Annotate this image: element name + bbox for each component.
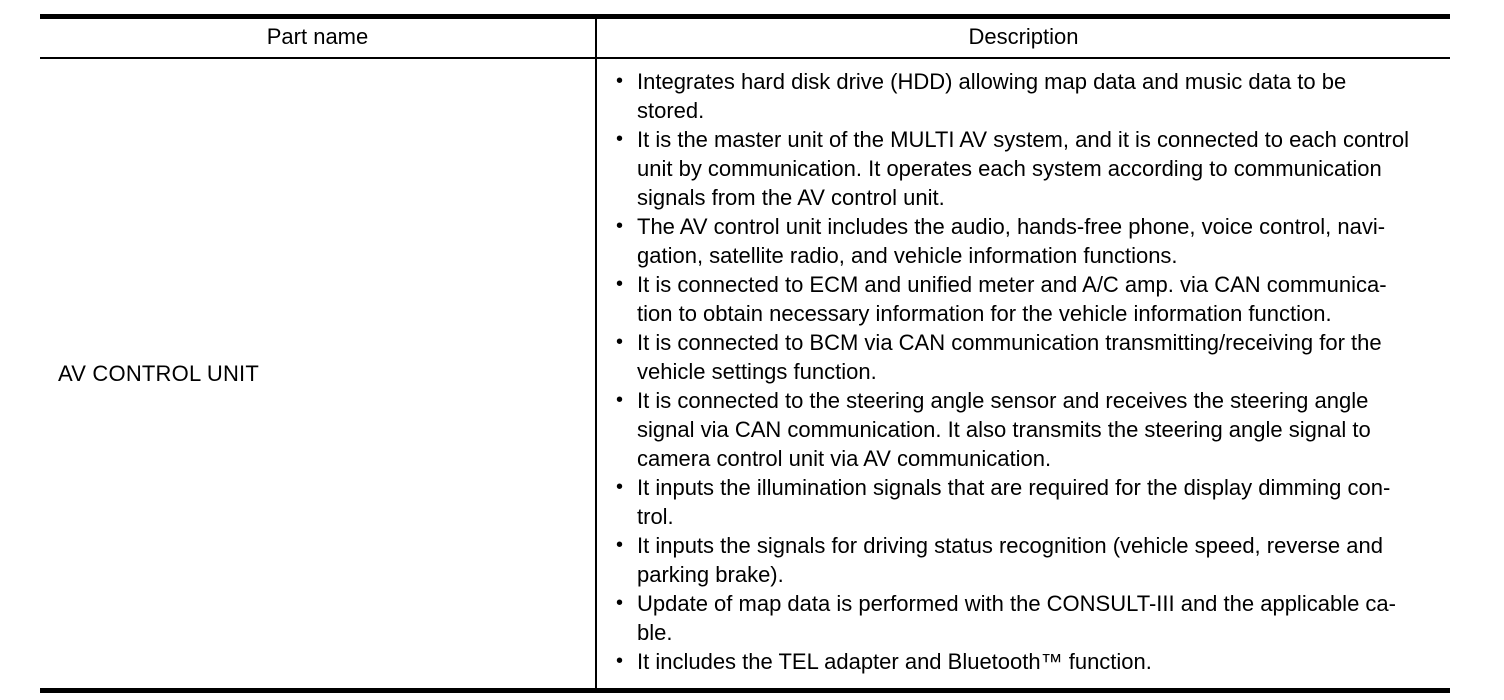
description-bullet-list: Integrates hard disk drive (HDD) allowin…	[611, 67, 1444, 676]
description-bullet: It includes the TEL adapter and Bluetoot…	[611, 647, 1444, 676]
description-bullet: It is connected to ECM and unified meter…	[611, 270, 1444, 328]
description-bullet: Update of map data is performed with the…	[611, 589, 1444, 647]
part-name-text: AV CONTROL UNIT	[58, 360, 260, 386]
description-bullet: It is connected to the steering angle se…	[611, 386, 1444, 473]
table-body: AV CONTROL UNIT Integrates hard disk driv…	[40, 58, 1450, 691]
table-row: AV CONTROL UNIT Integrates hard disk driv…	[40, 58, 1450, 691]
description-bullet: It is connected to BCM via CAN communica…	[611, 328, 1444, 386]
description-cell: Integrates hard disk drive (HDD) allowin…	[595, 58, 1450, 691]
description-bullet: It inputs the illumination signals that …	[611, 473, 1444, 531]
table-header: Part name Description	[40, 16, 1450, 59]
description-bullet: It inputs the signals for driving status…	[611, 531, 1444, 589]
column-header-part-name: Part name	[40, 16, 596, 59]
part-name-cell: AV CONTROL UNIT	[40, 58, 596, 691]
description-bullet: Integrates hard disk drive (HDD) allowin…	[611, 67, 1444, 125]
column-header-description: Description	[595, 16, 1450, 59]
description-bullet: The AV control unit includes the audio, …	[611, 212, 1444, 270]
parts-table: Part name Description AV CONTROL UNIT Int…	[40, 14, 1450, 693]
description-bullet: It is the master unit of the MULTI AV sy…	[611, 125, 1444, 212]
table-header-row: Part name Description	[40, 16, 1450, 59]
